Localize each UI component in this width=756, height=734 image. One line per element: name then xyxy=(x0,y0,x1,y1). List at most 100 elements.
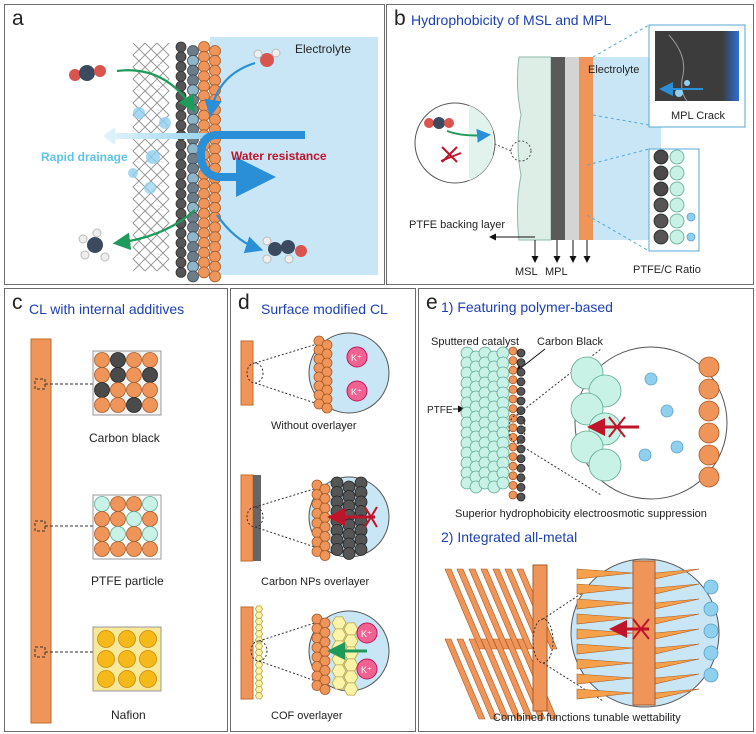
carbon-particle xyxy=(330,543,344,556)
catalyst-particle xyxy=(110,511,126,527)
carbon-particle xyxy=(653,149,669,165)
metal-spike xyxy=(576,583,634,595)
metal-fiber xyxy=(456,638,498,720)
cof-cell xyxy=(343,670,359,684)
cof-cell xyxy=(254,661,264,669)
cof-cell xyxy=(254,636,264,644)
catalyst-particle xyxy=(198,50,210,63)
catalyst-particle xyxy=(94,397,110,413)
carbon-particle xyxy=(187,192,199,204)
catalyst-particle xyxy=(209,152,221,165)
carbon-black-label: Carbon Black xyxy=(537,336,604,348)
carbon-particle xyxy=(175,266,187,278)
water-droplet xyxy=(703,623,719,639)
panel-b-title: Hydrophobicity of MSL and MPL xyxy=(411,12,612,28)
catalyst-particle xyxy=(321,402,333,414)
carbon-particle xyxy=(175,100,187,112)
catalyst-particle xyxy=(94,526,110,542)
panel-d: d Surface modified CL K⁺ K⁺ Without over… xyxy=(230,288,416,732)
ptfe-particle xyxy=(142,496,158,512)
potassium-ion-icon xyxy=(356,658,378,680)
product-out-arrow xyxy=(216,214,264,254)
carbon-particle xyxy=(516,434,526,444)
panel-d-illustration: K⁺ K⁺ Without overlayer Carbon NPs overl… xyxy=(240,332,390,722)
catalyst-particle xyxy=(198,109,210,122)
carbon-particle xyxy=(187,103,199,116)
msl-label: MSL xyxy=(515,266,538,278)
panel-b-illustration: MPL Crack PTFE/C Ratio PTFE backing laye… xyxy=(409,24,746,278)
water-droplet xyxy=(644,372,658,386)
carbon-particle xyxy=(354,543,368,556)
catalyst-particle xyxy=(209,143,221,155)
catalyst-particle xyxy=(198,256,210,269)
catalyst-particle xyxy=(209,231,221,244)
panel-e-illustration: Sputtered catalyst Carbon Black PTFE Sup… xyxy=(427,336,728,724)
catalyst-particle xyxy=(508,442,518,452)
ptfe-particle xyxy=(669,149,685,165)
svg-text:K⁺: K⁺ xyxy=(361,629,372,639)
carbon-particle xyxy=(175,188,187,200)
catalyst-layer xyxy=(579,57,593,240)
ptfe-particle xyxy=(94,496,110,512)
carbon-particle xyxy=(516,444,526,454)
carbon-particle xyxy=(175,227,187,239)
svg-text:K⁺: K⁺ xyxy=(351,387,362,397)
carbon-particle xyxy=(516,406,526,415)
panel-e: e 1) Featuring polymer-based 2) Integrat… xyxy=(418,288,754,732)
potassium-ion-icon xyxy=(346,380,368,402)
carbon-particle xyxy=(187,54,199,67)
cof-cell xyxy=(331,628,347,642)
carbon-particle xyxy=(187,84,199,97)
mpl-layer xyxy=(551,57,565,240)
carbon-particle xyxy=(516,396,526,406)
cof-cell xyxy=(254,679,264,687)
mpl-layer-light xyxy=(565,57,579,240)
water-droplet xyxy=(128,168,138,178)
cof-cell xyxy=(331,616,347,630)
catalyst-particle xyxy=(508,346,518,356)
ptfe-particle-stack xyxy=(460,346,526,502)
carbon-particle xyxy=(516,377,526,387)
carbon-particle xyxy=(187,182,199,195)
carbon-particle xyxy=(516,463,526,473)
drainage-arrow xyxy=(103,127,220,145)
catalyst-particle xyxy=(198,207,210,220)
co2-diffusion-arrow xyxy=(446,128,491,143)
carbon-particle xyxy=(175,41,187,53)
catalyst-particle xyxy=(126,496,142,512)
catalyst-particle xyxy=(198,237,210,249)
without-overlayer-label: Without overlayer xyxy=(271,420,357,432)
cof-hex-column xyxy=(254,605,264,700)
carbon-particle xyxy=(187,143,199,155)
water-resistance-arrow xyxy=(196,131,305,197)
co2-molecule-icon xyxy=(69,65,106,81)
carbon-particle xyxy=(187,250,199,263)
catalyst-particle xyxy=(209,260,221,273)
drainage-label: Rapid drainage xyxy=(41,150,128,164)
carbon-particle xyxy=(175,120,187,131)
catalyst-particle xyxy=(508,375,518,385)
cof-cell xyxy=(254,686,264,694)
carbon-particle xyxy=(516,358,526,367)
catalyst-particle xyxy=(110,382,126,398)
catalyst-particle xyxy=(698,356,720,378)
catalyst-particle xyxy=(508,452,518,462)
water-droplet xyxy=(703,645,719,661)
carbon-particle xyxy=(653,181,669,197)
catalyst-particle xyxy=(198,227,210,240)
carbon-black-label: Carbon black xyxy=(89,431,161,445)
resistance-label: Water resistance xyxy=(231,149,327,163)
carbon-particle xyxy=(342,547,356,560)
nafion-particle xyxy=(139,630,157,648)
metal-fiber xyxy=(468,638,510,720)
metal-spike xyxy=(576,643,634,655)
catalyst-particle xyxy=(508,385,518,394)
carbon-particle xyxy=(516,492,526,502)
catalyst-particle xyxy=(508,461,518,471)
water-droplet xyxy=(638,448,652,462)
panel-b: b Hydrophobicity of MSL and MPL xyxy=(386,4,754,285)
catalyst-particle xyxy=(209,64,221,77)
catalyst-particle xyxy=(319,550,331,561)
block-cross-icon xyxy=(608,416,626,438)
electrolyte-label: Electrolyte xyxy=(295,42,351,56)
